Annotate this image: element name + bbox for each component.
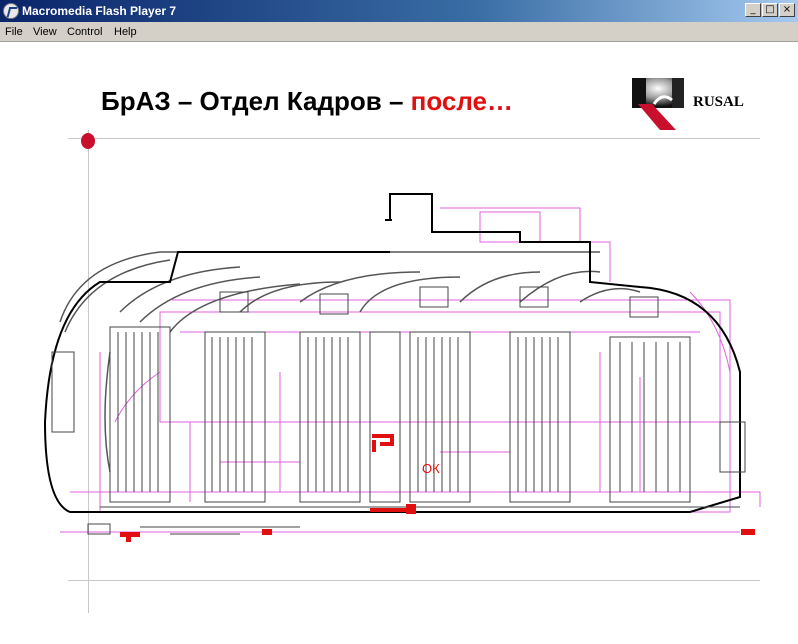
window-title: Macromedia Flash Player 7 [22, 4, 177, 18]
guide-line-top [68, 138, 760, 139]
rusal-logo-text: RUSAL [693, 94, 744, 110]
slide-title-accent: после… [410, 86, 514, 116]
menu-bar: File View Control Help [0, 22, 798, 42]
guide-line-left [88, 130, 89, 613]
menu-file[interactable]: File [5, 26, 23, 38]
menu-control[interactable]: Control [67, 26, 103, 38]
maximize-button[interactable]: □ [762, 3, 778, 17]
rusal-logo-icon [632, 78, 684, 130]
map-label-ok: ОК [422, 461, 440, 476]
flash-stage[interactable]: БрАЗ – Отдел Кадров – после… RUSAL [0, 42, 798, 644]
slide-title-main: БрАЗ – Отдел Кадров – [101, 86, 411, 116]
slide-title: БрАЗ – Отдел Кадров – после… [101, 86, 513, 117]
menu-help[interactable]: Help [114, 26, 137, 38]
close-button[interactable]: × [779, 3, 795, 17]
minimize-button[interactable]: _ [745, 3, 761, 17]
menu-view[interactable]: View [33, 26, 57, 38]
guide-line-bottom [68, 580, 760, 581]
red-marker-dot [81, 133, 95, 149]
plant-layout-map [43, 193, 761, 542]
flash-player-icon[interactable] [3, 3, 19, 19]
window-titlebar[interactable]: Macromedia Flash Player 7 _ □ × [0, 0, 798, 22]
